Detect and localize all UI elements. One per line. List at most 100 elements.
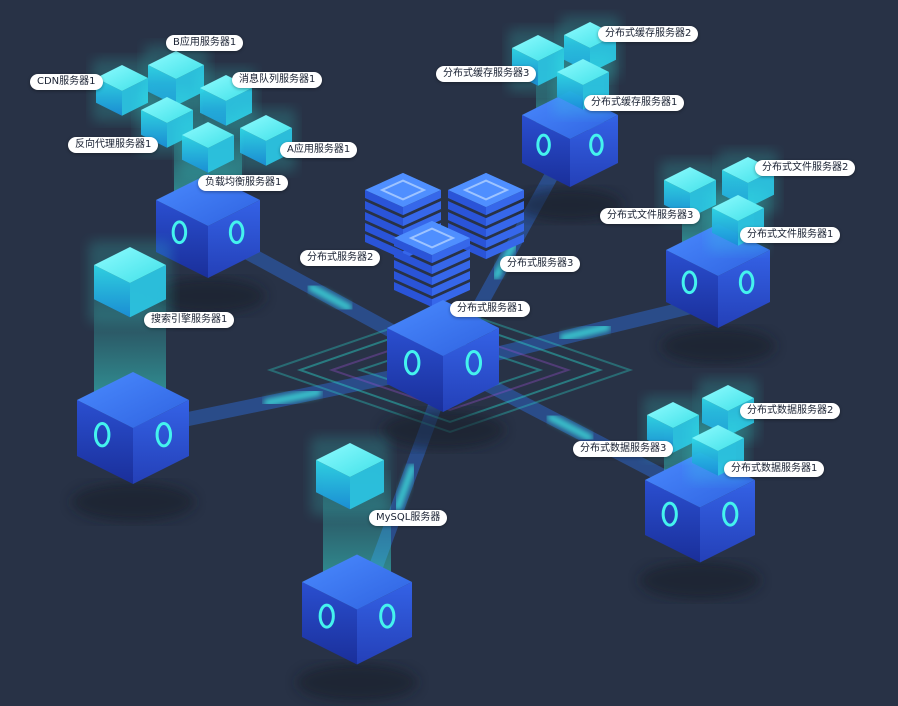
- label-app-b: B应用服务器1: [166, 35, 244, 51]
- label-reverse-proxy: 反向代理服务器1: [68, 137, 159, 153]
- cube-lb-glow: [178, 116, 238, 179]
- stack-dist-1-layer-l: [394, 260, 432, 286]
- cube-cache-1-left: [557, 72, 583, 110]
- cube-cdn: [92, 59, 152, 122]
- cube-file-base-port-l: [681, 270, 698, 295]
- cube-app-a-top: [240, 115, 292, 141]
- cube-mysql-glow-right: [350, 460, 384, 510]
- cube-cdn-left: [96, 78, 122, 116]
- cube-search-top: [77, 372, 189, 428]
- cube-search-glow-left: [94, 265, 130, 318]
- cube-file-base-shadow: [660, 327, 776, 365]
- cube-data-base-port-l: [661, 501, 678, 527]
- cube-mysql-port-l: [318, 603, 335, 629]
- cube-lb-glow-left: [182, 135, 208, 173]
- label-data-2: 分布式数据服务器2: [740, 403, 841, 419]
- cube-dist-base-port-r: [465, 350, 483, 376]
- server-nodes: [71, 16, 778, 702]
- label-cdn: CDN服务器1: [30, 74, 103, 90]
- stack-dist-1-layer-r: [432, 260, 470, 286]
- cube-app-b-top: [148, 51, 204, 79]
- cube-cache-base-shadow: [517, 188, 623, 222]
- label-dist-3: 分布式服务器3: [500, 256, 581, 272]
- cube-cache-1-top: [557, 59, 609, 85]
- stack-dist-2-layer-l: [365, 234, 403, 260]
- stack-dist-2-layer-l: [365, 223, 403, 249]
- stack-dist-3-inset: [462, 179, 510, 201]
- cube-file-1-top: [712, 195, 764, 221]
- stack-dist-1-layer-r: [432, 271, 470, 297]
- stack-dist-3-layer-r: [486, 190, 524, 216]
- cube-reverse-proxy-top: [141, 97, 193, 123]
- cube-app-a-right: [266, 128, 292, 166]
- stack-dist-1-layer-r: [432, 238, 470, 264]
- label-data-1: 分布式数据服务器1: [724, 461, 825, 477]
- stack-dist-1-inset: [408, 227, 456, 249]
- stack-dist-3-layer-r: [486, 212, 524, 238]
- cube-search-glow-right: [130, 265, 166, 318]
- label-cache-3: 分布式缓存服务器3: [436, 66, 537, 82]
- cube-dist-base-shadow: [381, 410, 505, 450]
- cube-load-balancer-shadow: [150, 277, 266, 315]
- stack-dist-3-top: [448, 172, 524, 208]
- stack-dist-3-layer-l: [448, 212, 486, 238]
- cube-cdn-top: [96, 65, 148, 91]
- cube-data-1-left: [692, 438, 718, 476]
- label-dist-1: 分布式服务器1: [450, 301, 531, 317]
- link-load-balancer-glow: [307, 283, 353, 312]
- stack-dist-2-top: [365, 172, 441, 208]
- stack-dist-3-layer-l: [448, 223, 486, 249]
- cube-dist-base: [381, 300, 505, 450]
- label-file-3: 分布式文件服务器3: [600, 208, 701, 224]
- stack-dist-2-layer-r: [403, 190, 441, 216]
- stack-dist-3-layer-r: [486, 223, 524, 249]
- cube-load-balancer-port-l: [171, 220, 188, 245]
- stack-dist-1-top: [394, 220, 470, 256]
- cube-lb-glow-right: [208, 135, 234, 173]
- stack-dist-2-layer-l: [365, 190, 403, 216]
- stack-dist-3-layer-l: [448, 201, 486, 227]
- stack-dist-1-layer-l: [394, 238, 432, 264]
- cube-cache-base-port-r: [589, 133, 604, 156]
- label-cache-1: 分布式缓存服务器1: [584, 95, 685, 111]
- cube-lb-glow-top: [182, 122, 234, 148]
- stack-dist-1-layer-l: [394, 271, 432, 297]
- cube-search-glow-top: [94, 247, 166, 283]
- cube-cdn-right: [122, 78, 148, 116]
- stack-dist-1-layer-r: [432, 249, 470, 275]
- cube-search-port-l: [93, 422, 111, 448]
- cube-file-3-right: [690, 180, 716, 218]
- stack-dist-3-layer-r: [486, 201, 524, 227]
- stack-dist-3-layer-r: [486, 234, 524, 260]
- stack-dist-2-layer-r: [403, 201, 441, 227]
- cube-app-a-left: [240, 128, 266, 166]
- cube-reverse-proxy-left: [141, 110, 167, 148]
- cube-mysql-glow-left: [316, 460, 350, 510]
- stack-dist-2-layer-l: [365, 212, 403, 238]
- cube-mysql-glow: [310, 437, 390, 516]
- cube-mysql: [296, 554, 418, 702]
- cube-data-2-top: [702, 385, 754, 411]
- cube-search-port-r: [155, 422, 173, 448]
- cube-mysql-port-r: [379, 603, 396, 629]
- cube-app-a: [236, 109, 296, 172]
- cube-data-base-port-r: [722, 501, 739, 527]
- cube-search: [71, 372, 195, 522]
- link-search-glow: [263, 388, 322, 407]
- cube-dist-base-port-l: [403, 350, 421, 376]
- label-mq: 消息队列服务器1: [232, 72, 323, 88]
- cube-mysql-shadow: [296, 663, 418, 702]
- link-data-glow: [546, 413, 594, 442]
- label-file-2: 分布式文件服务器2: [755, 160, 856, 176]
- link-file-glow: [559, 323, 611, 342]
- stack-dist-2-layer-l: [365, 201, 403, 227]
- label-load-balancer: 负载均衡服务器1: [198, 175, 289, 191]
- stack-dist-1-layer-l: [394, 249, 432, 275]
- cube-mysql-top: [302, 554, 412, 610]
- label-search: 搜索引擎服务器1: [144, 312, 235, 328]
- cube-data-base-shadow: [639, 561, 761, 600]
- link-mysql-glow: [393, 463, 417, 512]
- cube-load-balancer-port-r: [228, 220, 245, 245]
